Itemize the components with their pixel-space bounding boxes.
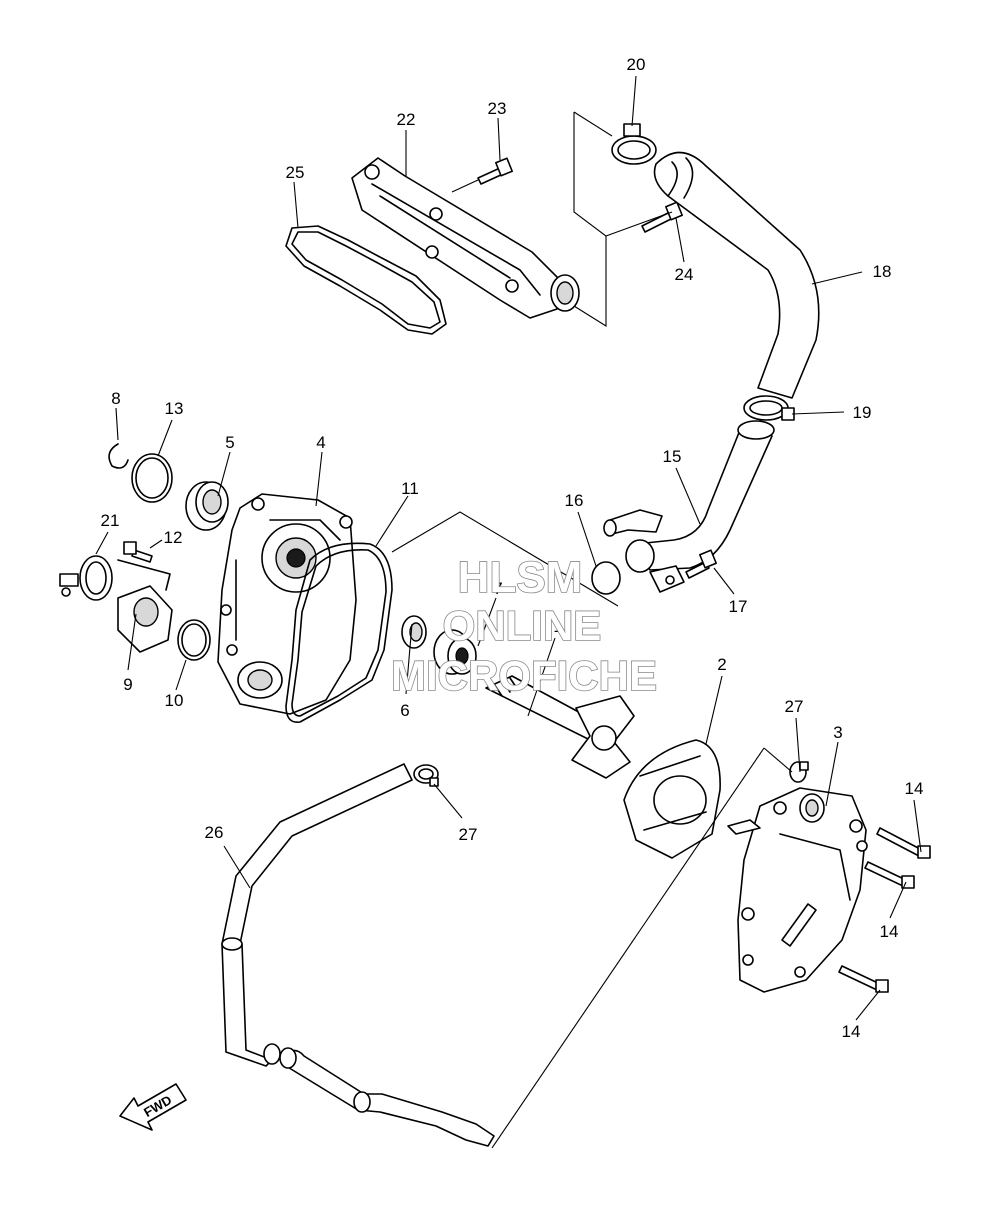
callout-22: 22 (397, 110, 416, 129)
part-1-shaft (485, 675, 635, 779)
callout-15: 15 (663, 447, 682, 466)
callout-14b: 14 (880, 922, 899, 941)
fwd-direction-marker: FWD (119, 1083, 187, 1131)
callout-1: 1 (553, 617, 562, 636)
part-11-gasket (285, 542, 393, 723)
part-13-ring (131, 453, 173, 503)
callout-14a: 14 (905, 779, 924, 798)
part-27-clamp-right (789, 761, 809, 783)
part-18-hose (653, 151, 820, 399)
part-21-clamp (59, 555, 113, 601)
part-4-housing (217, 493, 357, 715)
part-19-clamp (743, 395, 795, 421)
part-2-plate (623, 739, 721, 859)
callout-24: 24 (675, 265, 694, 284)
watermark-line-1: HLSM (458, 553, 583, 602)
callout-4: 4 (316, 433, 325, 452)
callout-21: 21 (101, 511, 120, 530)
part-16-o-ring (591, 561, 621, 595)
part-26-hose (221, 763, 495, 1147)
part-12-bolt (123, 541, 153, 563)
part-20-clamp (611, 123, 657, 165)
part-14-bolts (838, 827, 931, 993)
part-25-gasket (285, 225, 447, 335)
part-6-seal (401, 615, 427, 649)
part-7-seal (433, 629, 477, 675)
part-9-fitting (117, 559, 173, 653)
callout-13: 13 (165, 399, 184, 418)
callout-14c: 14 (842, 1022, 861, 1041)
part-23-bolt (477, 157, 513, 185)
part-8-circlip (108, 443, 129, 469)
part-22-cover (351, 157, 580, 319)
callout-23: 23 (488, 99, 507, 118)
callout-25: 25 (286, 163, 305, 182)
callout-19: 19 (853, 403, 872, 422)
callout-12: 12 (164, 528, 183, 547)
callout-16: 16 (565, 491, 584, 510)
callout-9: 9 (123, 675, 132, 694)
part-17-bolt (685, 549, 717, 579)
watermark: HLSM ONLINE MICROFICHE (390, 552, 658, 700)
callout-26: 26 (205, 823, 224, 842)
callout-8: 8 (111, 389, 120, 408)
callout-leaders (95, 75, 922, 1021)
part-24-bolt (641, 201, 683, 233)
callout-11: 11 (401, 479, 419, 498)
callout-5: 5 (225, 433, 234, 452)
part-5-bearing (185, 481, 229, 531)
callout-3: 3 (833, 723, 842, 742)
callout-7: 7 (493, 579, 502, 598)
callout-10: 10 (165, 691, 184, 710)
callout-6: 6 (400, 701, 409, 720)
part-15-pipe (603, 420, 775, 593)
callout-2: 2 (717, 655, 726, 674)
callout-17: 17 (729, 597, 748, 616)
part-10-o-ring (177, 619, 211, 661)
part-3-pump-cover (727, 787, 868, 993)
callout-labels: 1 2 3 4 5 6 7 8 9 10 11 12 13 14 14 14 1… (101, 55, 924, 1041)
callout-27a: 27 (459, 825, 478, 844)
callout-18: 18 (873, 262, 892, 281)
callout-27b: 27 (785, 697, 804, 716)
watermark-line-2: ONLINE (443, 602, 602, 649)
callout-20: 20 (627, 55, 646, 74)
watermark-line-3: MICROFICHE (391, 652, 657, 699)
part-27-clamp-left (413, 764, 439, 787)
